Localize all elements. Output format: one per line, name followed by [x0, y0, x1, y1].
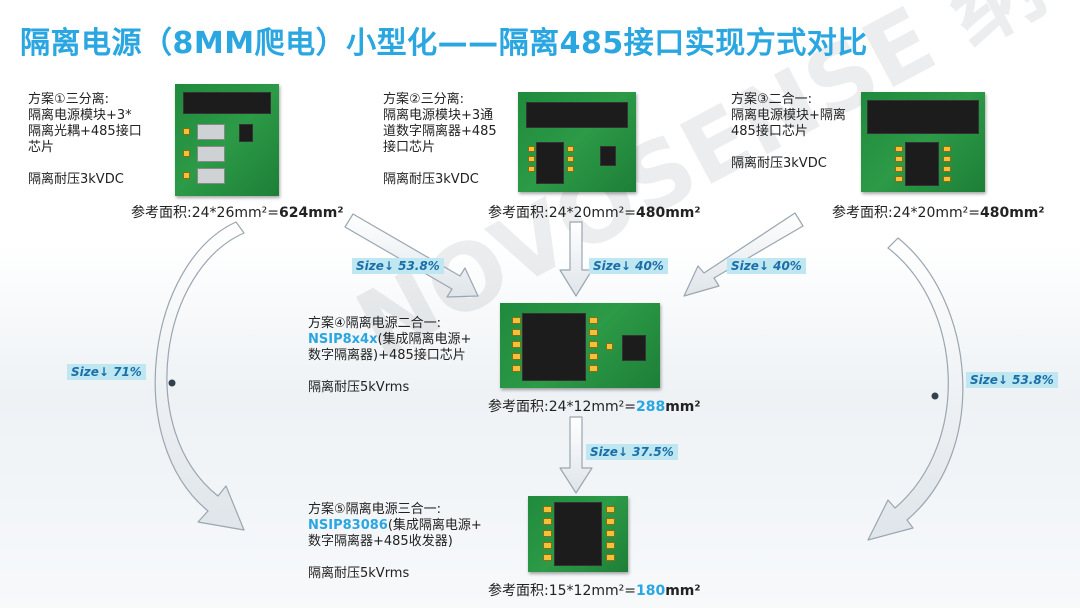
scheme-5-description: 方案⑤隔离电源三合一: NSIP83086(集成隔离电源+ 数字隔离器+485收… [308, 502, 482, 582]
scheme-2-description: 方案②三分离: 隔离电源模块+3通 道数字隔离器+485 接口芯片 隔离耐压3k… [383, 92, 497, 188]
scheme-1-line: 方案①三分离: [28, 92, 110, 107]
scheme-3-line: 方案③二合一: [731, 92, 813, 107]
scheme-5-area-prefix: 参考面积:15*12mm²= [488, 583, 636, 599]
scheme-1-pcb-image [175, 84, 279, 196]
scheme-5-area: 参考面积:15*12mm²=180mm² [488, 580, 701, 600]
scheme-2-pcb-image [518, 92, 636, 192]
size-badge-s1-to-s4: Size↓ 53.8% [352, 258, 444, 274]
scheme-5-line: NSIP83086(集成隔离电源+ [308, 518, 482, 534]
scheme-1-line: 隔离光耦+485接口 [28, 124, 142, 139]
size-badge-s3-to-s4: Size↓ 40% [727, 258, 806, 274]
scheme-5-pcb-image [528, 496, 628, 572]
scheme-3-pcb-image [861, 92, 985, 192]
arrow-s4-to-s5 [559, 416, 593, 494]
scheme-3-area-value: 480mm² [979, 205, 1045, 221]
scheme-2-area-prefix: 参考面积:24*20mm²= [488, 205, 636, 221]
scheme-1-area-value: 624mm² [278, 205, 344, 221]
scheme-4-area-unit: mm² [665, 399, 701, 415]
scheme-4-description: 方案④隔离电源二合一: NSIP8x4x(集成隔离电源+ 数字隔离器)+485接… [308, 316, 471, 396]
scheme-3-area: 参考面积:24*20mm²=480mm² [832, 202, 1045, 222]
scheme-3-line: 隔离电源模块+隔离 [731, 108, 846, 123]
arrow-s1-to-s5 [154, 221, 245, 531]
scheme-2-area-value: 480mm² [635, 205, 701, 221]
arrow-s1-to-s4 [344, 213, 479, 298]
curve-dot-left [168, 379, 176, 387]
scheme-4-pcb-image [500, 303, 660, 388]
scheme-1-description: 方案①三分离: 隔离电源模块+3* 隔离光耦+485接口 芯片 隔离耐压3kVD… [28, 92, 142, 188]
scheme-5-line: 数字隔离器+485收发器) [308, 534, 453, 549]
scheme-4-line: 数字隔离器)+485接口芯片 [308, 348, 466, 363]
scheme-5-part-number: NSIP83086 [308, 518, 388, 533]
scheme-4-voltage: 隔离耐压5kVrms [308, 380, 410, 395]
scheme-5-line-rest: (集成隔离电源+ [387, 518, 482, 533]
scheme-2-line: 接口芯片 [383, 140, 436, 155]
size-badge-s1-to-s5: Size↓ 71% [67, 364, 146, 380]
scheme-2-line: 隔离电源模块+3通 [383, 108, 494, 123]
curve-dot-right [931, 392, 939, 400]
scheme-4-area: 参考面积:24*12mm²=288mm² [488, 396, 701, 416]
scheme-1-line: 隔离电源模块+3* [28, 108, 132, 123]
arrow-s3-to-s4 [683, 212, 804, 297]
scheme-2-line: 道数字隔离器+485 [383, 124, 497, 139]
size-badge-s4-to-s5: Size↓ 37.5% [586, 444, 678, 460]
scheme-1-line: 芯片 [28, 140, 55, 155]
scheme-1-area-prefix: 参考面积:24*26mm²= [131, 205, 279, 221]
scheme-5-voltage: 隔离耐压5kVrms [308, 566, 410, 581]
scheme-4-line-rest: (集成隔离电源+ [377, 332, 472, 347]
scheme-3-description: 方案③二合一: 隔离电源模块+隔离 485接口芯片 隔离耐压3kVDC [731, 92, 846, 172]
size-badge-s2-to-s4: Size↓ 40% [589, 258, 668, 274]
scheme-4-line: NSIP8x4x(集成隔离电源+ [308, 332, 471, 348]
scheme-3-line: 485接口芯片 [731, 124, 808, 139]
scheme-1-area: 参考面积:24*26mm²=624mm² [131, 202, 344, 222]
arrow-s2-to-s4 [559, 221, 593, 297]
scheme-5-line: 方案⑤隔离电源三合一: [308, 502, 442, 517]
scheme-3-voltage: 隔离耐压3kVDC [731, 156, 827, 171]
scheme-3-area-prefix: 参考面积:24*20mm²= [832, 205, 980, 221]
scheme-5-area-unit: mm² [665, 583, 701, 599]
scheme-2-line: 方案②三分离: [383, 92, 465, 107]
scheme-2-area: 参考面积:24*20mm²=480mm² [488, 202, 701, 222]
scheme-1-voltage: 隔离耐压3kVDC [28, 172, 124, 187]
scheme-5-area-value: 180 [635, 583, 666, 599]
arrow-s3-to-s5 [867, 237, 964, 541]
scheme-4-area-prefix: 参考面积:24*12mm²= [488, 399, 636, 415]
size-badge-s3-to-s5: Size↓ 53.8% [966, 372, 1058, 388]
scheme-4-part-number: NSIP8x4x [308, 332, 378, 347]
scheme-4-line: 方案④隔离电源二合一: [308, 316, 442, 331]
scheme-4-area-value: 288 [635, 399, 666, 415]
scheme-2-voltage: 隔离耐压3kVDC [383, 172, 479, 187]
page-title: 隔离电源（8MM爬电）小型化——隔离485接口实现方式对比 [20, 26, 868, 61]
